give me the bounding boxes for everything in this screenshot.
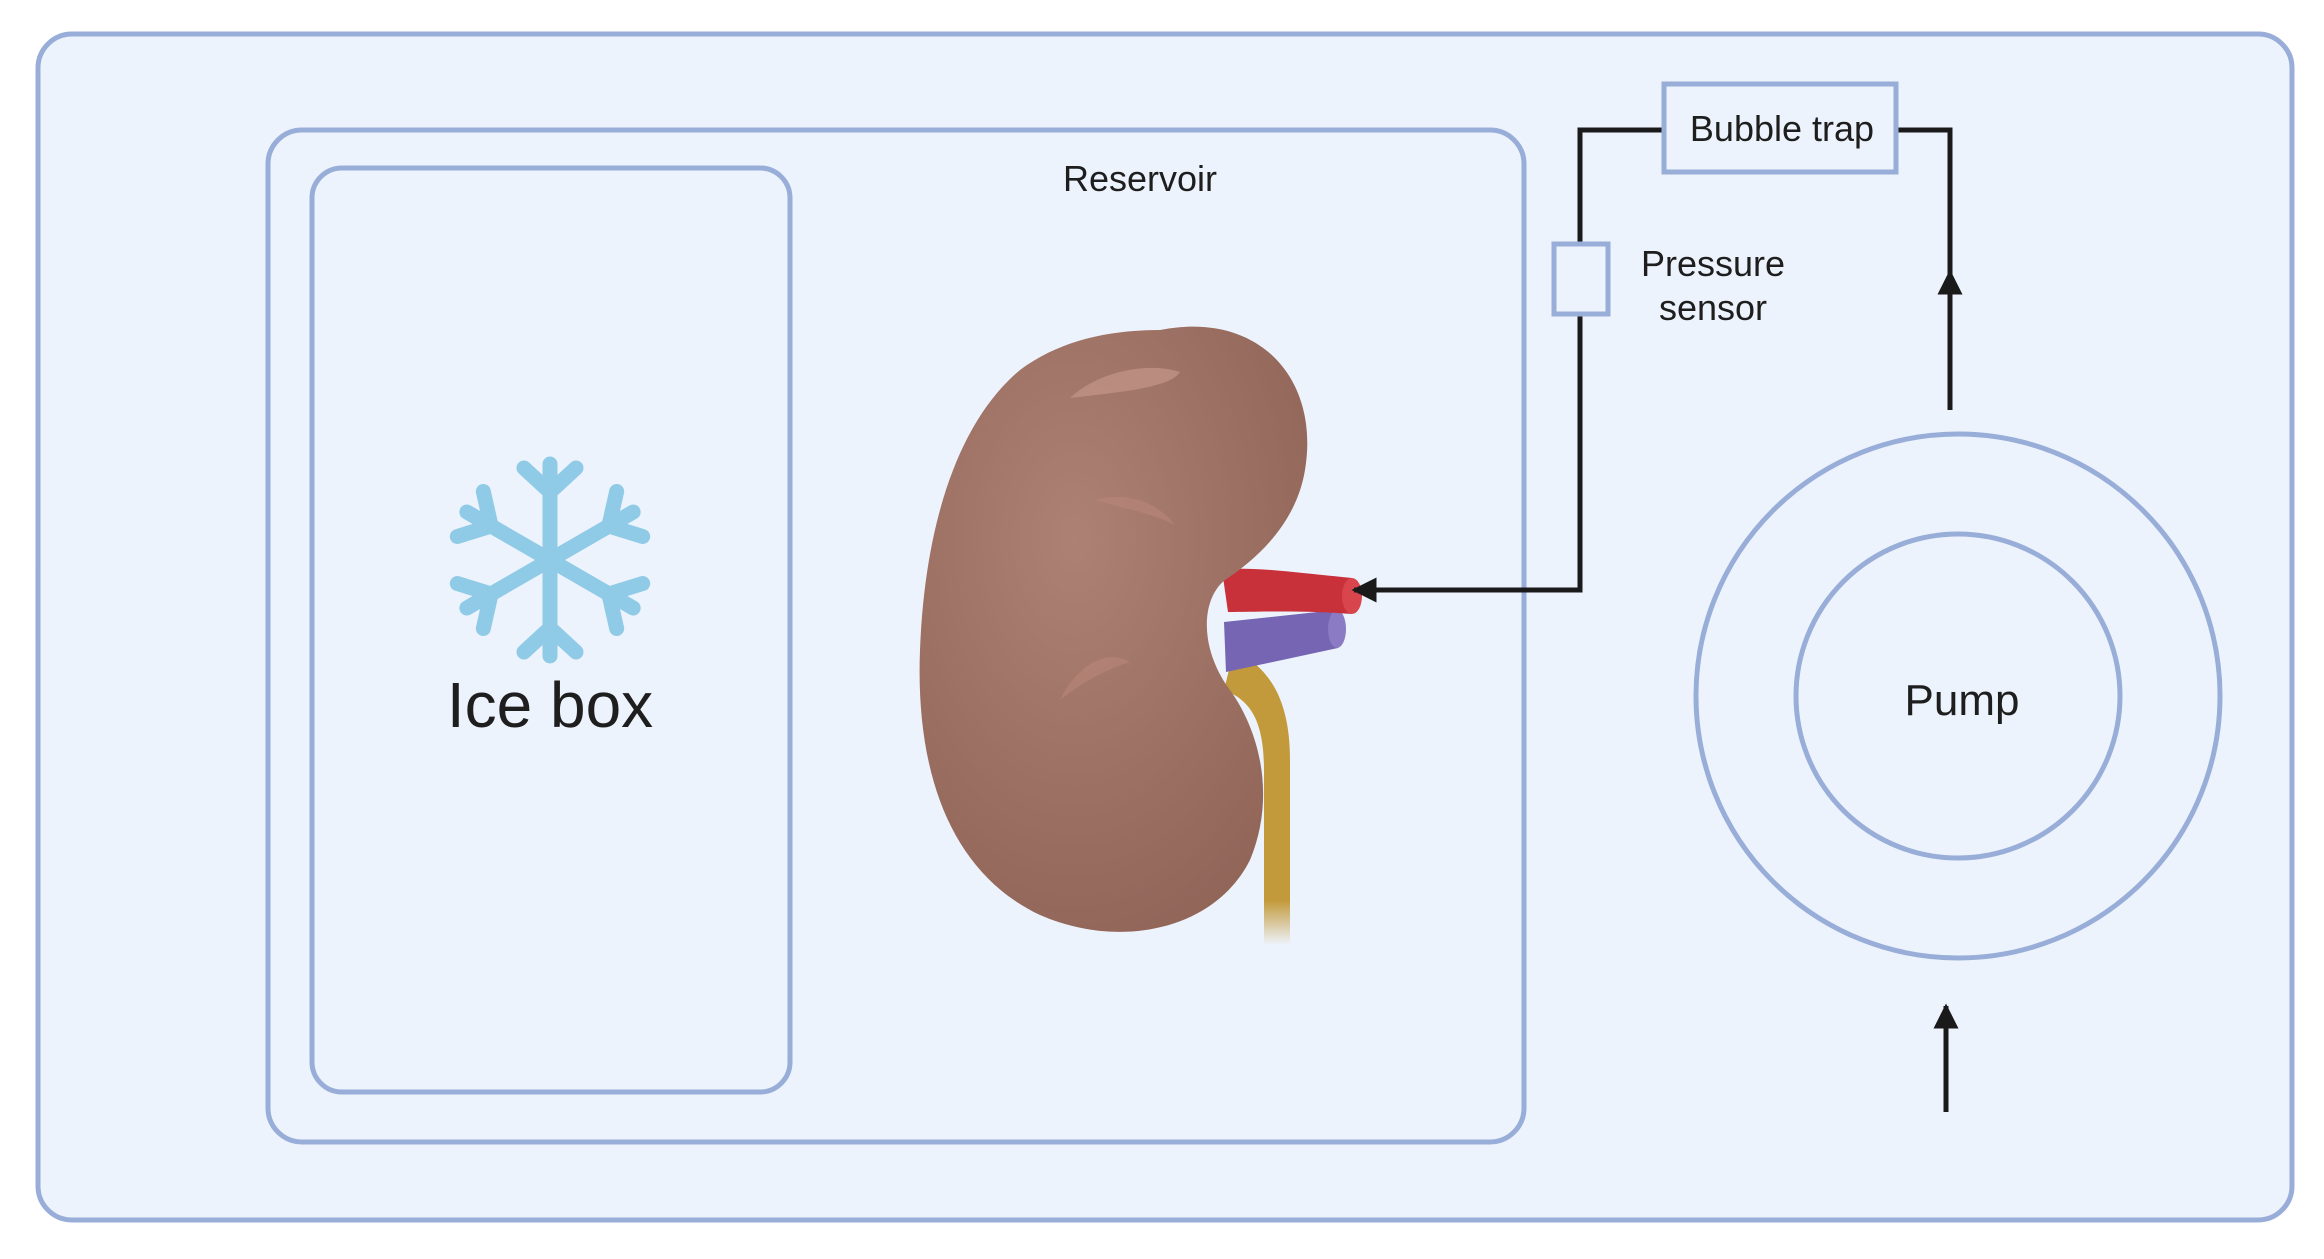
pressure-sensor-label-line1: Pressure <box>1640 243 1786 284</box>
bubble-trap-box <box>1661 81 1899 175</box>
artery <box>1222 568 1352 614</box>
ureter <box>1224 650 1290 945</box>
vein <box>1224 610 1338 672</box>
pump-label: Pump <box>1904 676 2020 725</box>
inflow-line <box>1351 127 1664 603</box>
snowflake-icon <box>449 456 651 664</box>
pressure-sensor-label-line2: sensor <box>1658 287 1768 328</box>
icebox-label: Ice box <box>446 669 654 741</box>
pump-inner-circle <box>1793 531 2123 861</box>
pressure-sensor-box <box>1551 241 1611 317</box>
kidney-body <box>919 326 1308 932</box>
reservoir-label: Reservoir <box>1062 158 1218 199</box>
pressure-sensor-label: Pressure sensor <box>1618 242 1808 330</box>
kidney-illustration <box>919 326 1362 945</box>
bubble-trap-label: Bubble trap <box>1689 108 1875 149</box>
